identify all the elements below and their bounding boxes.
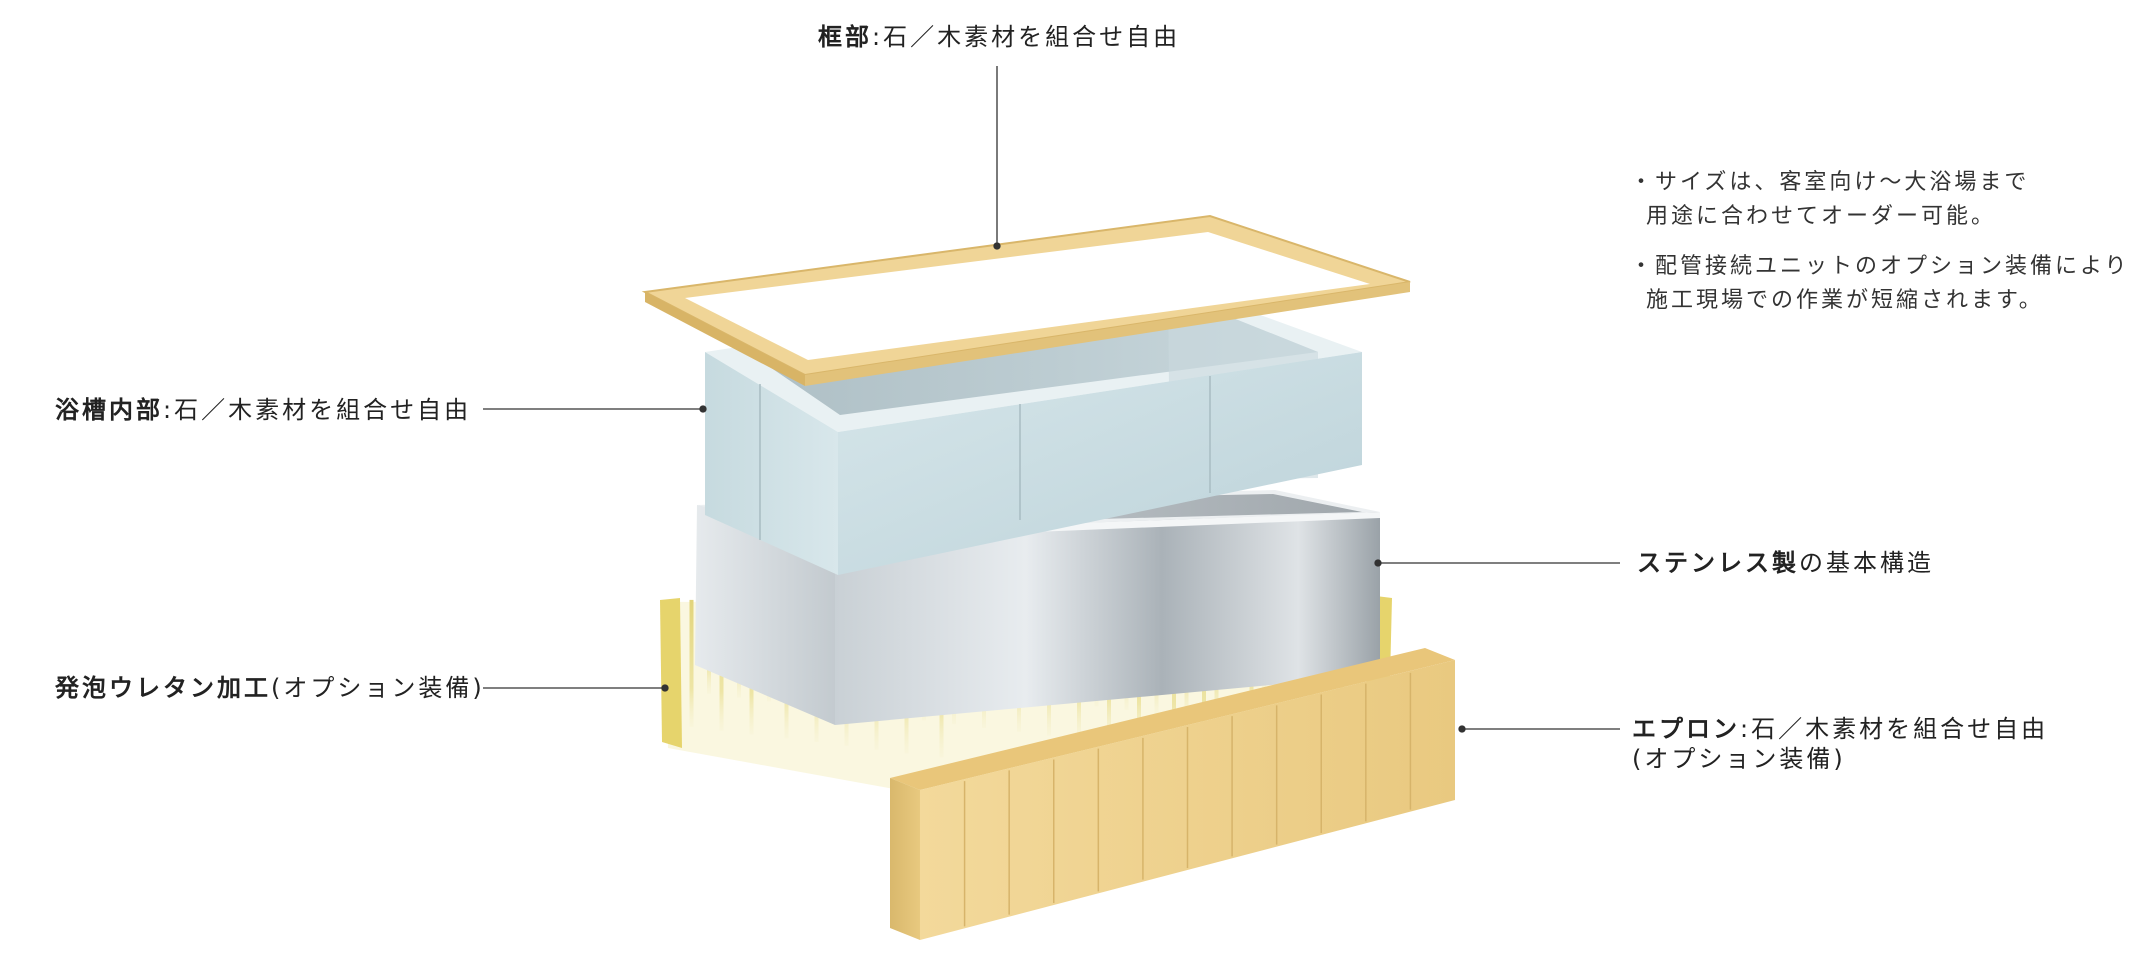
stainless-label: ステンレス製の基本構造 (1637, 549, 1934, 577)
leader-lines (483, 66, 1620, 733)
wooden-apron (890, 648, 1455, 940)
tub-interior-label: 浴槽内部:石／木素材を組合せ自由 (55, 396, 472, 424)
notes-block: ・サイズは、客室向け〜大浴場まで 用途に合わせてオーダー可能。 ・配管接続ユニッ… (1630, 166, 2130, 334)
note-piping: ・配管接続ユニットのオプション装備により 施工現場での作業が短縮されます。 (1630, 254, 2130, 313)
apron-label: エプロン:石／木素材を組合せ自由 (オプション装備) (1632, 715, 2049, 773)
note-size: ・サイズは、客室向け〜大浴場まで 用途に合わせてオーダー可能。 (1630, 170, 2030, 229)
wooden-frame (641, 214, 1411, 386)
frame-label: 框部:石／木素材を組合せ自由 (818, 23, 1181, 51)
urethane-fiber (689, 599, 694, 727)
apron-board-seams (963, 672, 1412, 927)
apron-label-line2: (オプション装備) (1632, 745, 1846, 773)
urethane-label: 発泡ウレタン加工(オプション装備) (55, 674, 485, 702)
stainless-steel-basin (695, 490, 1380, 725)
